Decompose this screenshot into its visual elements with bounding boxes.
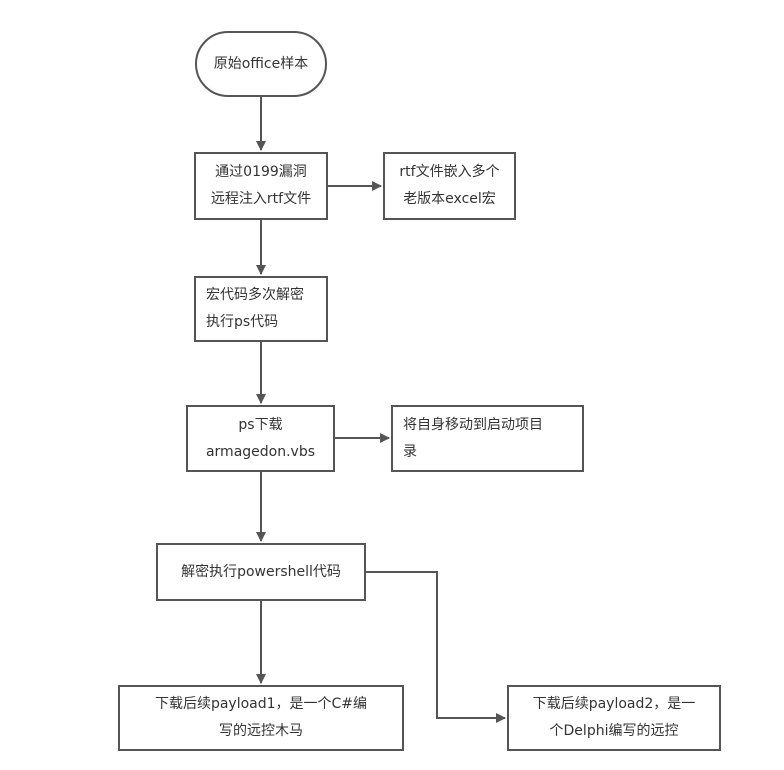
start-node: 原始office样本 [195,31,327,97]
arrow-decrypt-to-payload2 [366,571,506,723]
exploit-node-label: 通过0199漏洞远程注入rtf文件 [210,164,312,207]
payload2-node: 下载后续payload2，是一个Delphi编写的远控 [507,685,721,751]
macro-node: 宏代码多次解密执行ps代码 [194,276,328,342]
rtf-embed-node: rtf文件嵌入多个老版本excel宏 [383,152,516,220]
payload1-node: 下载后续payload1，是一个C#编写的远控木马 [118,685,404,751]
move-self-node-label: 将自身移动到启动项目录 [403,416,543,460]
move-self-node: 将自身移动到启动项目录 [391,405,584,472]
macro-node-label: 宏代码多次解密执行ps代码 [206,287,304,330]
exploit-node: 通过0199漏洞远程注入rtf文件 [194,152,328,220]
decrypt-ps-node: 解密执行powershell代码 [156,543,366,601]
start-node-label: 原始office样本 [213,55,309,72]
decrypt-ps-node-label: 解密执行powershell代码 [181,563,341,580]
rtf-embed-node-label: rtf文件嵌入多个老版本excel宏 [399,164,500,207]
payload2-node-label: 下载后续payload2，是一个Delphi编写的远控 [532,696,696,739]
payload1-node-label: 下载后续payload1，是一个C#编写的远控木马 [154,696,368,739]
